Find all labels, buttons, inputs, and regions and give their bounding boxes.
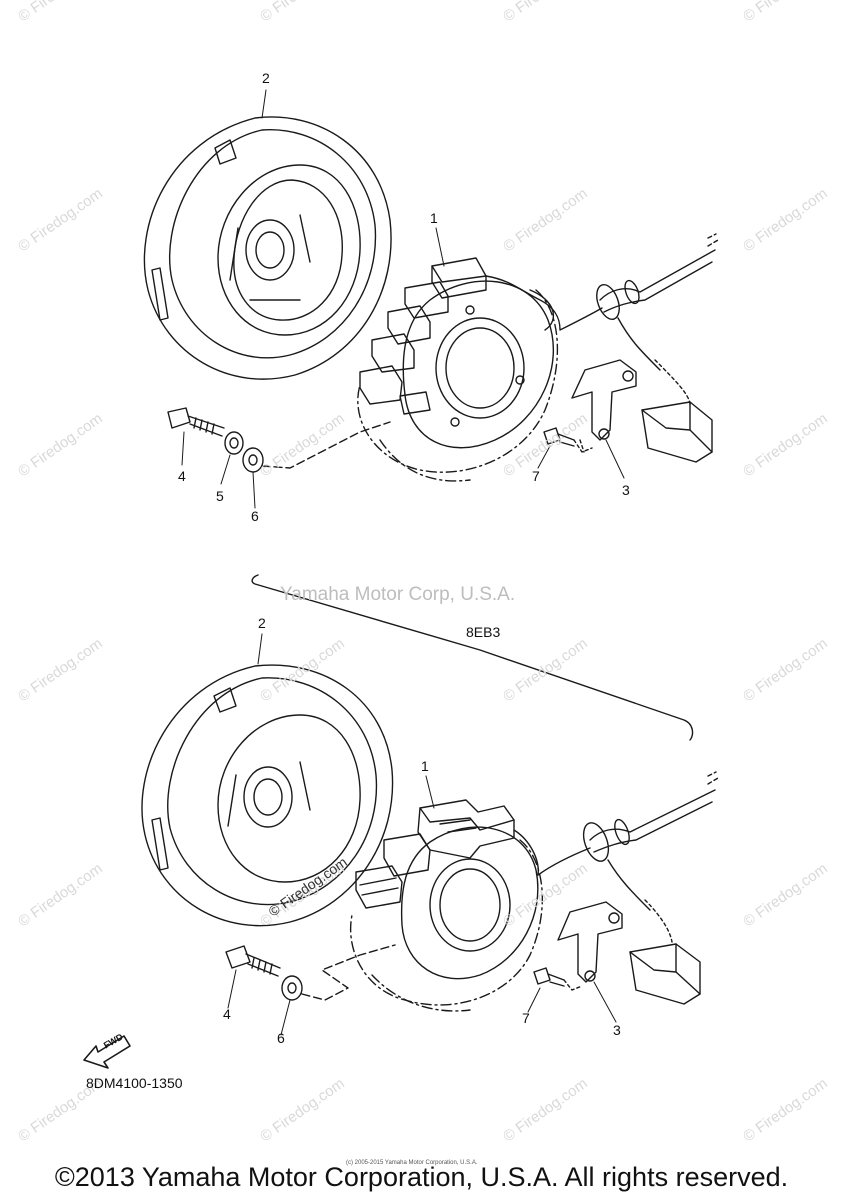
callout-top-3: 3 <box>622 482 630 498</box>
callout-bottom-6: 6 <box>277 1030 285 1046</box>
cable-assembly-top <box>571 233 719 463</box>
callout-bottom-1: 1 <box>421 758 429 774</box>
stator-bottom <box>350 799 591 1012</box>
watermark-center: Yamaha Motor Corp, U.S.A. <box>280 584 516 605</box>
cable-assembly-bottom <box>557 771 719 1005</box>
variant-bracket <box>251 574 694 741</box>
part-number: 8DM4100-1350 <box>86 1075 183 1091</box>
callout-bottom-7: 7 <box>522 1010 530 1026</box>
tiny-copyright: (c) 2005-2015 Yamaha Motor Corporation, … <box>346 1160 478 1166</box>
callout-top-5: 5 <box>216 488 224 504</box>
callout-top-2: 2 <box>262 70 270 86</box>
fwd-arrow-icon <box>83 1035 131 1069</box>
leader-lines-top <box>181 89 625 509</box>
rotor-flywheel-top <box>143 116 392 380</box>
callout-bottom-3: 3 <box>613 1022 621 1038</box>
rotor-flywheel-bottom <box>141 664 394 927</box>
variant-label: 8EB3 <box>466 624 501 640</box>
fasteners-bottom <box>225 944 583 1001</box>
stator-top <box>357 257 603 482</box>
callout-top-4: 4 <box>178 468 186 484</box>
leader-lines-bottom <box>227 633 617 1036</box>
callout-bottom-4: 4 <box>223 1006 231 1022</box>
copyright-footer: ©2013 Yamaha Motor Corporation, U.S.A. A… <box>54 1162 789 1192</box>
callout-top-7: 7 <box>532 468 540 484</box>
callout-top-1: 1 <box>430 210 438 226</box>
callout-top-6: 6 <box>251 508 259 524</box>
fasteners-top <box>167 407 593 473</box>
callout-bottom-2: 2 <box>258 615 266 631</box>
